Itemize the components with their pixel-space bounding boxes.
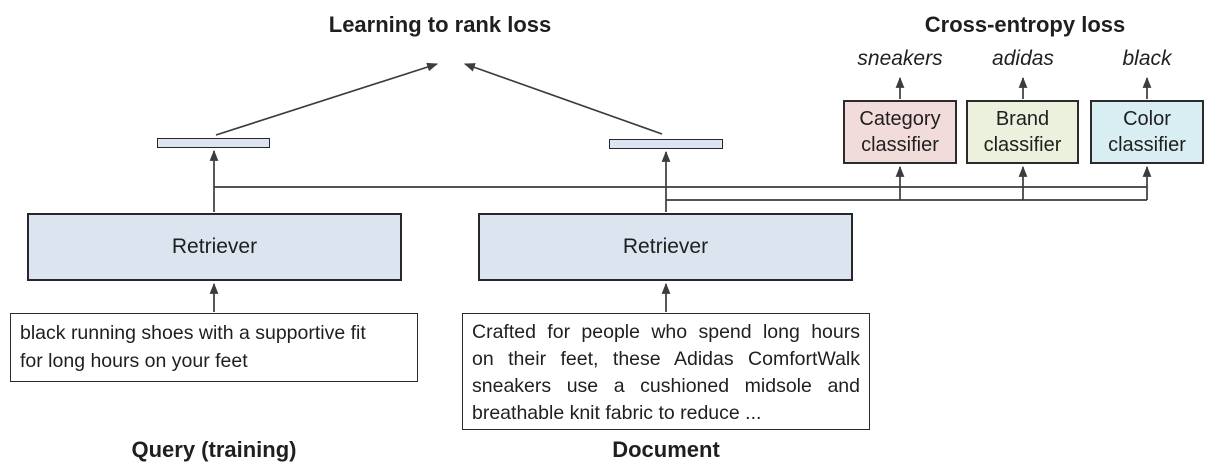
predicted-label-black: black	[1122, 47, 1172, 70]
color-classifier-label-line1: Color	[1123, 108, 1171, 130]
color-classifier-label-line2: classifier	[1108, 134, 1186, 156]
query-text-line: for long hours on your feet	[20, 350, 248, 372]
query-text-box: black running shoes with a supportive fi…	[10, 313, 418, 382]
query-text-line: black running shoes with a supportive fi…	[20, 322, 366, 344]
predicted-label-sneakers: sneakers	[857, 47, 943, 70]
predicted-label-adidas: adidas	[992, 47, 1054, 70]
category-classifier-label-line1: Category	[859, 108, 941, 130]
color-classifier-box: Color classifier	[1090, 100, 1204, 164]
brand-classifier-label-line1: Brand	[995, 108, 1050, 130]
query-retriever-label: Retriever	[171, 235, 258, 258]
learning-to-rank-loss-label: Learning to rank loss	[328, 12, 552, 37]
document-text-line: sneakers use a cushioned midsole and	[472, 375, 860, 397]
category-classifier-box: Category classifier	[843, 100, 957, 164]
query-retriever-box: Retriever	[27, 213, 402, 281]
document-text-line: breathable knit fabric to reduce ...	[472, 402, 762, 424]
document-text-line: on their feet, these Adidas ComfortWalk	[472, 348, 860, 370]
query-caption: Query (training)	[131, 437, 297, 462]
query-embedding-bar	[157, 138, 270, 148]
document-retriever-label: Retriever	[622, 235, 709, 258]
document-embedding-bar	[609, 139, 723, 149]
cross-entropy-loss-label: Cross-entropy loss	[924, 12, 1126, 37]
brand-classifier-label-line2: classifier	[983, 134, 1062, 156]
document-caption: Document	[612, 437, 720, 462]
document-text-line: Crafted for people who spend long hours	[472, 321, 860, 343]
document-text-box: Crafted for people who spend long hours …	[462, 313, 870, 430]
brand-classifier-box: Brand classifier	[966, 100, 1079, 164]
category-classifier-label-line2: classifier	[861, 134, 939, 156]
document-retriever-box: Retriever	[478, 213, 853, 281]
